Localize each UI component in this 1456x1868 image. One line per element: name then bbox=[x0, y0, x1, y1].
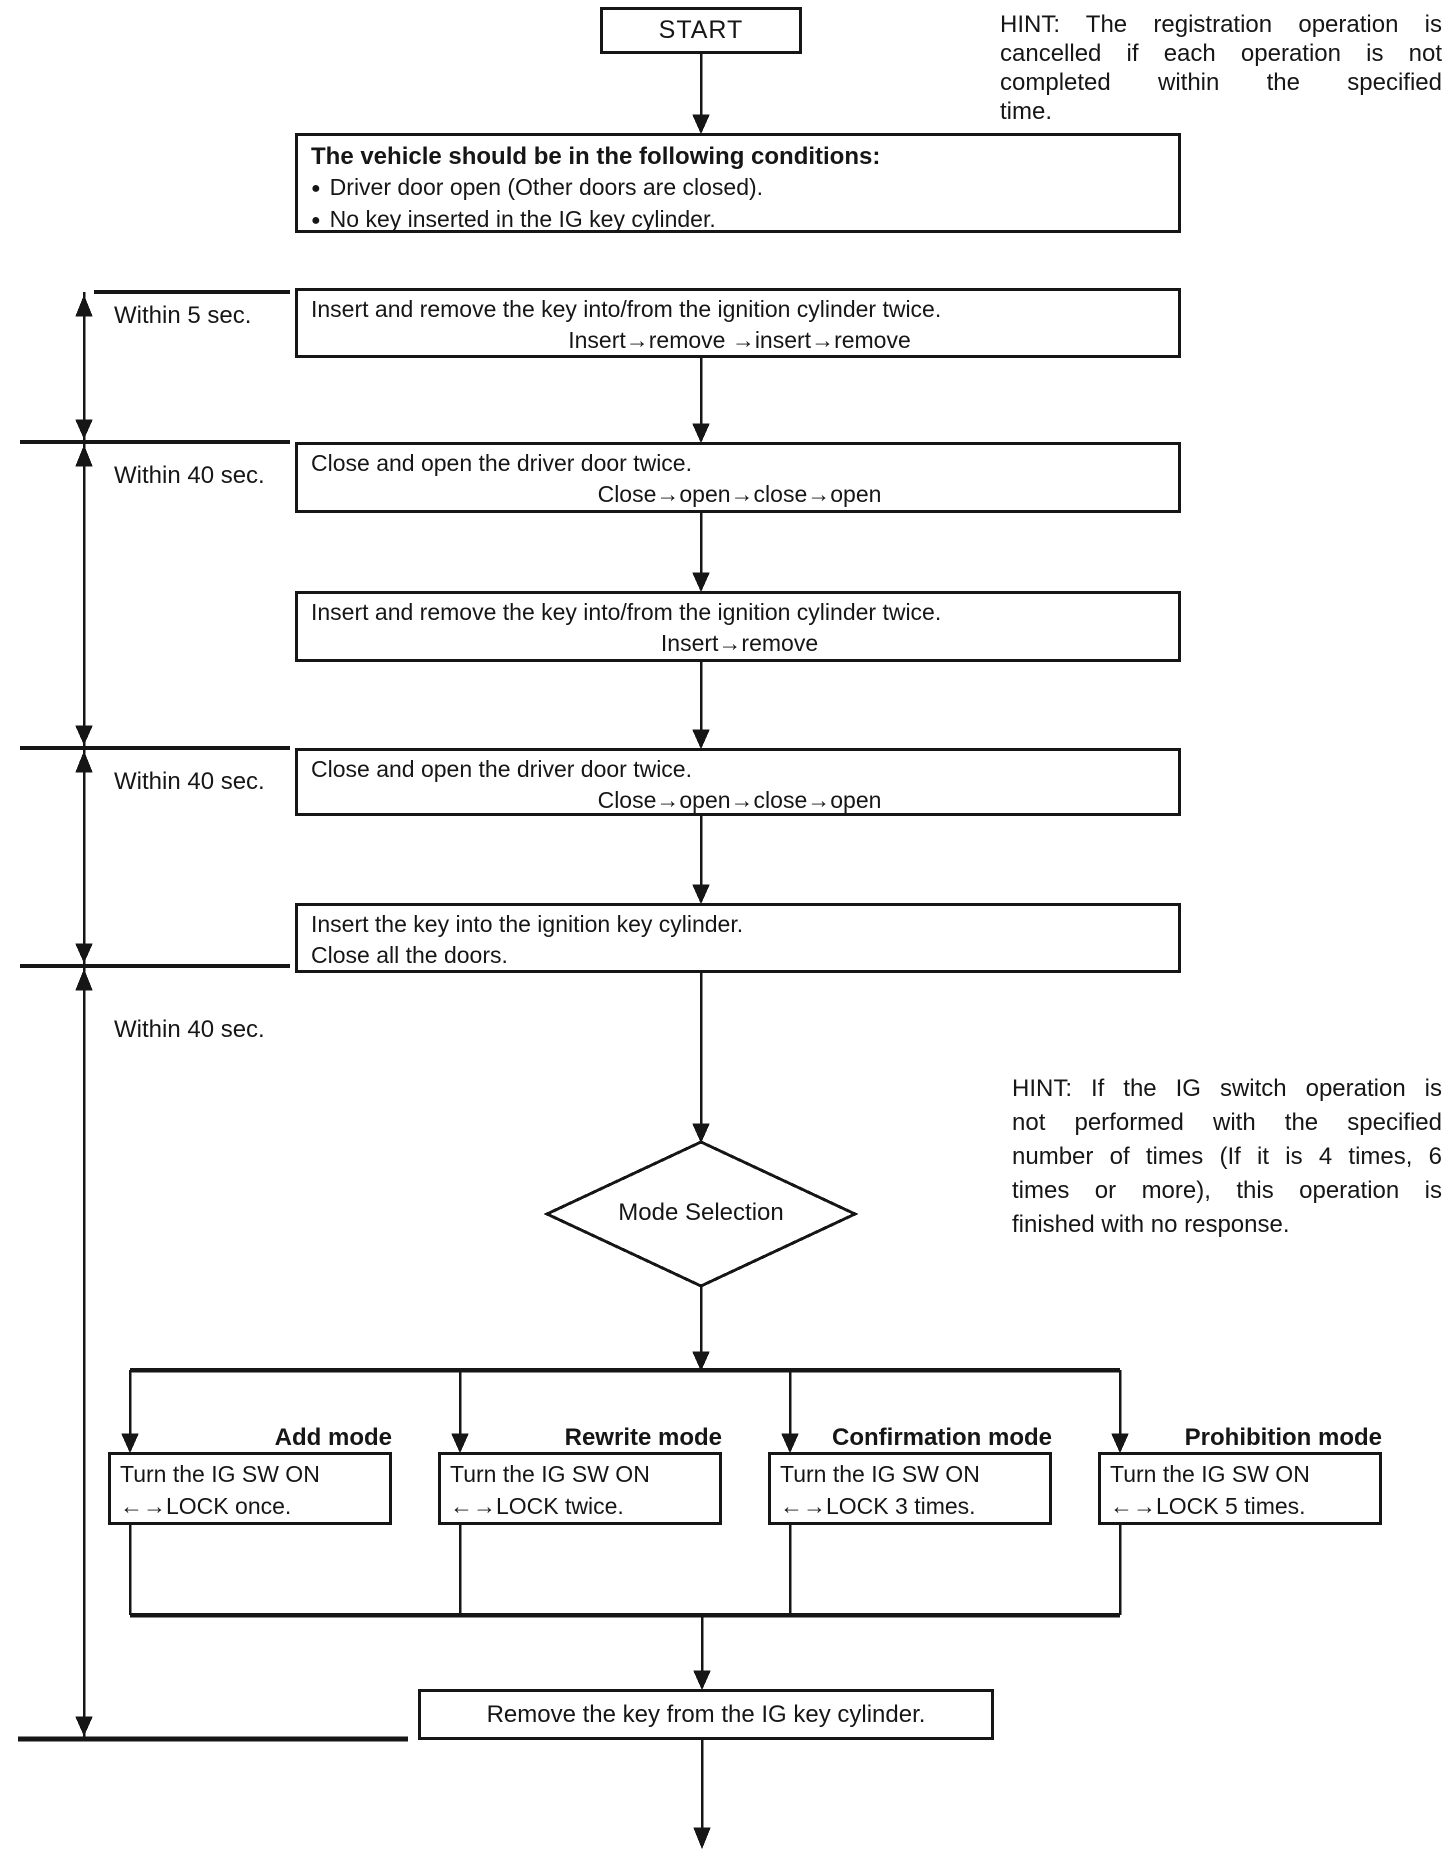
main-flow-lines bbox=[121, 53, 1129, 1850]
start-label: START bbox=[658, 16, 744, 44]
hint-middle-line: times or more), this operation is bbox=[1012, 1177, 1442, 1204]
conditions-item: ●Driver door open (Other doors are close… bbox=[311, 174, 764, 200]
hint-top-line: time. bbox=[1000, 98, 1053, 125]
step-box-insert-remove: Insert and remove the key into/from the … bbox=[295, 591, 1181, 662]
mode-label-rewrite: Rewrite mode bbox=[564, 1424, 722, 1451]
step-line1: Close and open the driver door twice. bbox=[311, 756, 692, 782]
mode-box-prohibition: Turn the IG SW ON ←→LOCK 5 times. bbox=[1098, 1452, 1382, 1525]
arrowhead-down bbox=[75, 419, 93, 440]
timer-label-within-5-sec: Within 5 sec. bbox=[114, 302, 252, 329]
arrowhead-down bbox=[693, 1827, 711, 1850]
arrowhead-down bbox=[75, 725, 93, 746]
arrowhead-up bbox=[75, 750, 93, 773]
step-box-insert-key-close-doors: Insert the key into the ignition key cyl… bbox=[295, 903, 1181, 973]
hint-top-line: completed within the specified bbox=[1000, 69, 1442, 96]
arrowhead-up bbox=[75, 968, 93, 991]
arrowhead-down bbox=[692, 423, 710, 444]
arrowhead-down bbox=[692, 572, 710, 593]
mode-box-add: Turn the IG SW ON ←→LOCK once. bbox=[108, 1452, 392, 1525]
mode-line1: Turn the IG SW ON bbox=[1110, 1461, 1310, 1487]
step-line2: Insert→remove bbox=[660, 630, 819, 656]
decision-label: Mode Selection bbox=[618, 1199, 784, 1226]
step-line2: Insert→remove →insert→remove bbox=[568, 327, 911, 353]
mode-line2: ←→LOCK 3 times. bbox=[780, 1493, 976, 1519]
step-line2: Close→open→close→open bbox=[597, 481, 882, 507]
hint-middle-line: HINT: If the IG switch operation is bbox=[1012, 1075, 1442, 1102]
mode-box-confirmation: Turn the IG SW ON ←→LOCK 3 times. bbox=[768, 1452, 1052, 1525]
final-box-remove-key: Remove the key from the IG key cylinder. bbox=[418, 1689, 994, 1740]
arrowhead-down bbox=[121, 1433, 139, 1454]
step-line1: Insert and remove the key into/from the … bbox=[311, 296, 942, 322]
mode-box-rewrite: Turn the IG SW ON ←→LOCK twice. bbox=[438, 1452, 722, 1525]
mode-line2: ←→LOCK 5 times. bbox=[1110, 1493, 1306, 1519]
step-line1: Insert and remove the key into/from the … bbox=[311, 599, 942, 625]
conditions-item: ●No key inserted in the IG key cylinder. bbox=[311, 206, 716, 232]
arrowhead-down bbox=[692, 729, 710, 750]
arrowhead-down bbox=[692, 114, 710, 135]
arrowhead-down bbox=[75, 943, 93, 964]
arrowhead-down bbox=[781, 1433, 799, 1454]
mode-line1: Turn the IG SW ON bbox=[450, 1461, 650, 1487]
timing-bracket bbox=[18, 290, 408, 1742]
mode-line1: Turn the IG SW ON bbox=[780, 1461, 980, 1487]
decision-diamond-shape bbox=[543, 1140, 859, 1288]
hint-top-line: HINT: The registration operation is bbox=[1000, 11, 1442, 38]
arrowhead-down bbox=[1111, 1433, 1129, 1454]
step-line2: Close all the doors. bbox=[311, 942, 508, 968]
hint-middle-line: number of times (If it is 4 times, 6 bbox=[1012, 1143, 1442, 1170]
final-label: Remove the key from the IG key cylinder. bbox=[486, 1701, 926, 1728]
arrowhead-down bbox=[75, 1716, 93, 1737]
conditions-box: The vehicle should be in the following c… bbox=[295, 133, 1181, 233]
hint-middle-line: not performed with the specified bbox=[1012, 1109, 1442, 1136]
mode-label-confirmation: Confirmation mode bbox=[832, 1424, 1052, 1451]
hint-middle-line: finished with no response. bbox=[1012, 1211, 1290, 1238]
bullet-icon: ● bbox=[311, 180, 321, 197]
bullet-icon: ● bbox=[311, 212, 321, 229]
mode-line1: Turn the IG SW ON bbox=[120, 1461, 320, 1487]
conditions-title: The vehicle should be in the following c… bbox=[311, 143, 881, 170]
arrowhead-down bbox=[451, 1433, 469, 1454]
step-box-close-open-door-2: Close and open the driver door twice. Cl… bbox=[295, 748, 1181, 816]
arrowhead-up bbox=[75, 444, 93, 467]
hint-top: HINT: The registration operation is canc… bbox=[1000, 10, 1442, 126]
mode-line2: ←→LOCK once. bbox=[120, 1493, 292, 1519]
step-box-insert-remove-twice: Insert and remove the key into/from the … bbox=[295, 288, 1181, 358]
start-node: START bbox=[600, 7, 802, 54]
mode-label-add: Add mode bbox=[274, 1424, 392, 1451]
mode-label-prohibition: Prohibition mode bbox=[1184, 1424, 1382, 1451]
timer-label-within-40-sec: Within 40 sec. bbox=[114, 768, 265, 795]
timer-label-within-40-sec: Within 40 sec. bbox=[114, 1016, 265, 1043]
arrowhead-down bbox=[692, 1123, 710, 1144]
step-box-close-open-door: Close and open the driver door twice. Cl… bbox=[295, 442, 1181, 513]
step-line1: Insert the key into the ignition key cyl… bbox=[311, 911, 744, 937]
hint-top-line: cancelled if each operation is not bbox=[1000, 40, 1442, 67]
timer-label-within-40-sec: Within 40 sec. bbox=[114, 462, 265, 489]
hint-middle: HINT: If the IG switch operation is not … bbox=[1012, 1072, 1442, 1242]
mode-line2: ←→LOCK twice. bbox=[450, 1493, 624, 1519]
step-line1: Close and open the driver door twice. bbox=[311, 450, 692, 476]
arrowhead-down bbox=[692, 1351, 710, 1372]
arrowhead-down bbox=[692, 884, 710, 905]
arrowhead-up bbox=[75, 294, 93, 317]
arrowhead-down bbox=[693, 1670, 711, 1691]
step-line2: Close→open→close→open bbox=[597, 787, 882, 813]
